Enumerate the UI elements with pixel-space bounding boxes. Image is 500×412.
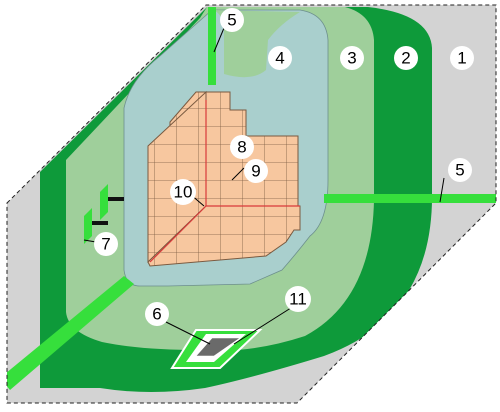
connector-lower-arm (92, 221, 108, 225)
callout-5-top-label: 5 (227, 11, 236, 30)
grate-mesh (195, 337, 241, 357)
callout-5-right: 5 (448, 158, 472, 182)
callout-10: 10 (170, 179, 196, 205)
callout-7: 7 (94, 232, 118, 256)
connector-upper (100, 184, 108, 220)
callout-1-label: 1 (457, 49, 466, 68)
leader-lines (83, 27, 445, 345)
callout-11: 11 (285, 286, 311, 312)
tiled-structure (147, 90, 301, 267)
callout-11-label: 11 (289, 290, 307, 309)
callout-4-label: 4 (275, 49, 284, 68)
callout-4: 4 (268, 46, 292, 70)
callout-2-label: 2 (401, 49, 410, 68)
callout-10-label: 10 (174, 183, 193, 202)
callout-6: 6 (145, 302, 169, 326)
pipe-right (324, 194, 496, 203)
connector-lower (84, 208, 92, 244)
callout-6-label: 6 (152, 305, 161, 324)
callout-8-label: 8 (237, 138, 246, 157)
tile-corner-lines (149, 100, 300, 263)
drain-grate (170, 329, 263, 369)
callout-5-right-label: 5 (455, 161, 464, 180)
callout-1: 1 (450, 46, 474, 70)
callout-3: 3 (340, 46, 364, 70)
block-outline (6, 4, 497, 404)
connector-upper-arm (108, 197, 124, 201)
callout-2: 2 (394, 46, 418, 70)
callout-9: 9 (244, 159, 268, 183)
callout-9-label: 9 (251, 162, 260, 181)
wall-connectors (84, 184, 124, 244)
callout-8: 8 (230, 135, 254, 159)
callout-markers: 1 2 3 4 5 5 6 7 (94, 8, 474, 326)
pipe-lower-left (7, 276, 134, 390)
callout-3-label: 3 (347, 49, 356, 68)
pipe-top (208, 7, 216, 85)
callout-5-top: 5 (220, 8, 244, 32)
callout-7-label: 7 (101, 235, 110, 254)
pipe-network (7, 7, 496, 390)
